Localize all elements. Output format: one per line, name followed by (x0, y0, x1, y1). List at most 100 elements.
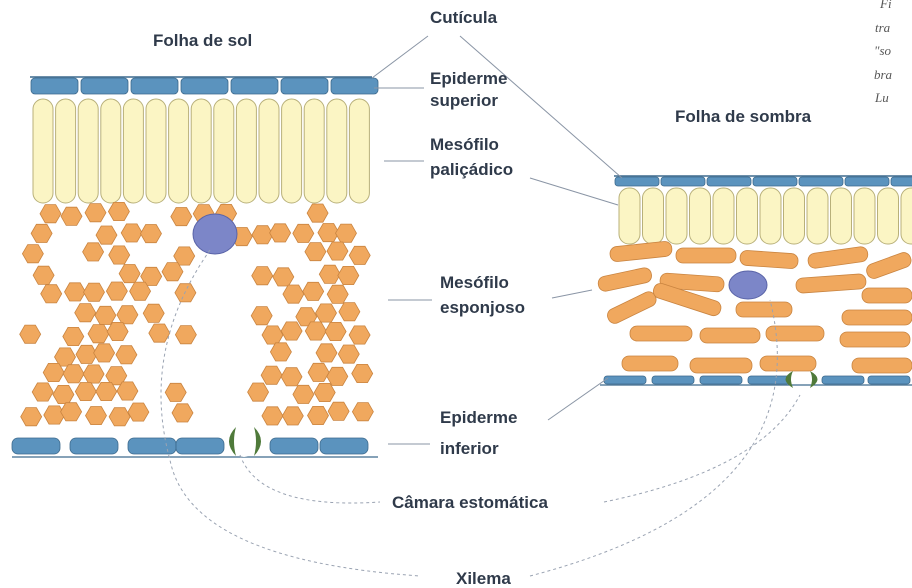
palisade-cell (304, 99, 324, 203)
palisade-cell (349, 99, 369, 203)
palisade-cell (854, 188, 875, 244)
epidermis-cell (181, 78, 228, 94)
palisade-cell (807, 188, 828, 244)
label-cuticula: Cutícula (430, 8, 498, 27)
epidermis-cell (331, 78, 378, 94)
spongy-cell (760, 356, 816, 371)
sun-leaf-title: Folha de sol (153, 31, 252, 50)
spongy-cell (293, 224, 314, 242)
palisade-cell (146, 99, 166, 203)
palisade-cell (236, 99, 256, 203)
palisade-cell (282, 99, 302, 203)
spongy-cell (840, 332, 910, 347)
epidermis-cell (604, 376, 646, 384)
label-epiderme-inferior-2: inferior (440, 439, 499, 458)
palisade-cell (760, 188, 781, 244)
sun-xylem-vessel (193, 214, 237, 254)
spongy-cell (143, 304, 164, 322)
epidermis-cell (615, 177, 659, 186)
spongy-cell (305, 243, 326, 261)
palisade-cell (619, 188, 640, 244)
spongy-cell (281, 368, 302, 386)
leader-palicadico-shade (530, 178, 618, 205)
palisade-cell (327, 99, 347, 203)
spongy-cell (852, 358, 912, 373)
leader-esponjoso-shade (552, 290, 592, 298)
spongy-cell (349, 326, 370, 344)
spongy-cell (338, 345, 359, 363)
palisade-cell (690, 188, 711, 244)
shade-upper-epidermis (615, 177, 912, 186)
palisade-cell (78, 99, 98, 203)
spongy-cell (88, 325, 109, 343)
spongy-cell (736, 302, 792, 317)
spongy-cell (33, 266, 54, 284)
shade-lower-epidermis (604, 376, 910, 384)
palisade-cell (56, 99, 76, 203)
palisade-cell (214, 99, 234, 203)
spongy-cell (108, 202, 129, 220)
spongy-cell (796, 274, 867, 294)
label-camara-estomatica: Câmara estomática (392, 493, 548, 512)
spongy-cell (283, 285, 304, 303)
spongy-cell (807, 246, 869, 269)
label-mesofilo-palicadico-2: paliçádico (430, 160, 513, 179)
spongy-cell (609, 241, 672, 262)
spongy-cell (248, 383, 269, 401)
spongy-cell (107, 322, 128, 340)
label-mesofilo-esponjoso-1: Mesófilo (440, 273, 509, 292)
spongy-cell (252, 267, 273, 285)
epidermis-cell (281, 78, 328, 94)
caption-line-3: "so (874, 43, 892, 58)
spongy-cell (96, 226, 117, 244)
sun-leaf (12, 77, 378, 457)
epidermis-cell (868, 376, 910, 384)
label-epiderme-superior-2: superior (430, 91, 498, 110)
epidermis-cell (320, 438, 368, 454)
spongy-cell (865, 251, 912, 281)
spongy-cell (314, 383, 335, 401)
spongy-cell (175, 284, 196, 302)
spongy-cell (622, 356, 678, 371)
spongy-cell (21, 408, 42, 426)
caption-line-4: bra (874, 67, 893, 82)
label-mesofilo-esponjoso-2: esponjoso (440, 298, 525, 317)
spongy-cell (281, 322, 302, 340)
spongy-cell (119, 265, 140, 283)
palisade-cell (784, 188, 805, 244)
epidermis-cell (128, 438, 176, 454)
spongy-cell (261, 366, 282, 384)
spongy-cell (338, 266, 359, 284)
spongy-cell (327, 367, 348, 385)
epidermis-cell (661, 177, 705, 186)
spongy-cell (172, 404, 193, 422)
sun-upper-epidermis (31, 78, 378, 94)
spongy-cell (83, 365, 104, 383)
label-xilema: Xilema (456, 569, 511, 588)
spongy-cell (262, 407, 283, 425)
spongy-cell (109, 246, 130, 264)
spongy-cell (339, 303, 360, 321)
spongy-cell (262, 326, 283, 344)
epidermis-cell (753, 177, 797, 186)
spongy-cell (766, 326, 824, 341)
leader-cuticula-sun (372, 36, 428, 78)
leader-epiderme-inferior-shade (548, 378, 608, 420)
spongy-cell (75, 304, 96, 322)
palisade-cell (737, 188, 758, 244)
spongy-cell (165, 383, 186, 401)
spongy-cell (76, 345, 97, 363)
spongy-cell (65, 283, 86, 301)
sun-palisade-mesophyll (33, 99, 369, 203)
label-epiderme-superior-1: Epiderme (430, 69, 507, 88)
spongy-cell (251, 307, 272, 325)
spongy-cell (597, 267, 653, 293)
spongy-cell (630, 326, 692, 341)
palisade-cell (643, 188, 664, 244)
spongy-cell (61, 403, 82, 421)
palisade-cell (713, 188, 734, 244)
spongy-cell (319, 265, 340, 283)
spongy-cell (171, 208, 192, 226)
epidermis-cell (652, 376, 694, 384)
